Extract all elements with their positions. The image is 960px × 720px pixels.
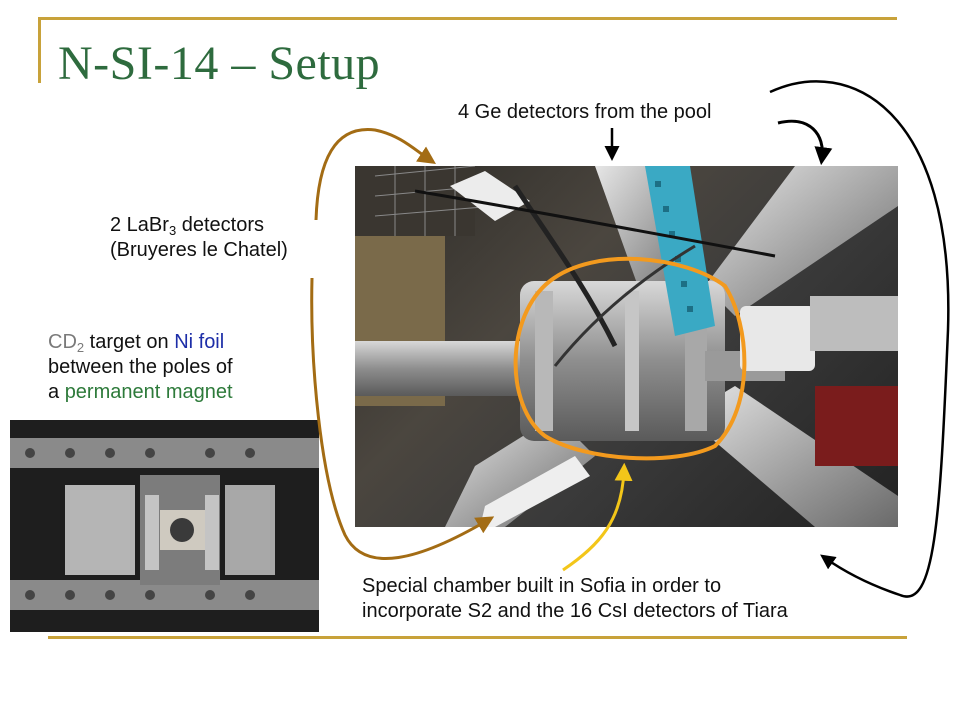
target-line1: CD2 target on Ni foil xyxy=(48,330,233,355)
chamber-arrow xyxy=(562,462,633,572)
labr3-suffix: detectors xyxy=(176,214,264,236)
labr3-line1: 2 LaBr3 detectors xyxy=(110,213,288,238)
ge-arrow-curve xyxy=(777,119,833,166)
left-rule xyxy=(38,17,41,83)
labr3-sub: 3 xyxy=(168,223,177,238)
chamber-line2: incorporate S2 and the 16 CsI detectors … xyxy=(362,600,788,622)
chamber-line1: Special chamber built in Sofia in order … xyxy=(362,575,722,597)
labr3-arrow-upper xyxy=(314,128,436,221)
bottom-rule xyxy=(48,636,907,639)
target-magnet: permanent magnet xyxy=(64,381,233,403)
target-photo xyxy=(10,420,319,632)
setup-photo-drawing xyxy=(355,166,898,527)
ge-detectors-label: 4 Ge detectors from the pool xyxy=(458,101,712,123)
top-rule xyxy=(38,17,897,20)
labr3-label: 2 LaBr3 detectors (Bruyeres le Chatel) xyxy=(110,213,288,263)
page-title: N-SI-14 – Setup xyxy=(58,37,381,90)
setup-photo xyxy=(355,166,898,527)
labr3-prefix: 2 LaBr xyxy=(110,214,169,236)
target-ni: Ni foil xyxy=(174,331,225,353)
target-line2: between the poles of xyxy=(48,356,233,378)
labr3-arrow-lower xyxy=(310,277,495,560)
target-line3: a permanent magnet xyxy=(48,380,233,405)
chamber-label: Special chamber built in Sofia in order … xyxy=(362,574,788,624)
target-photo-drawing xyxy=(10,420,319,632)
target-cd: CD xyxy=(48,331,77,353)
labr3-line2: (Bruyeres le Chatel) xyxy=(110,239,288,261)
ge-loop-arrow xyxy=(769,80,950,598)
target-mid: target on xyxy=(84,331,175,353)
target-line3-prefix: a xyxy=(48,381,65,403)
target-cd-sub: 2 xyxy=(76,340,85,355)
target-label: CD2 target on Ni foil between the poles … xyxy=(48,330,233,405)
